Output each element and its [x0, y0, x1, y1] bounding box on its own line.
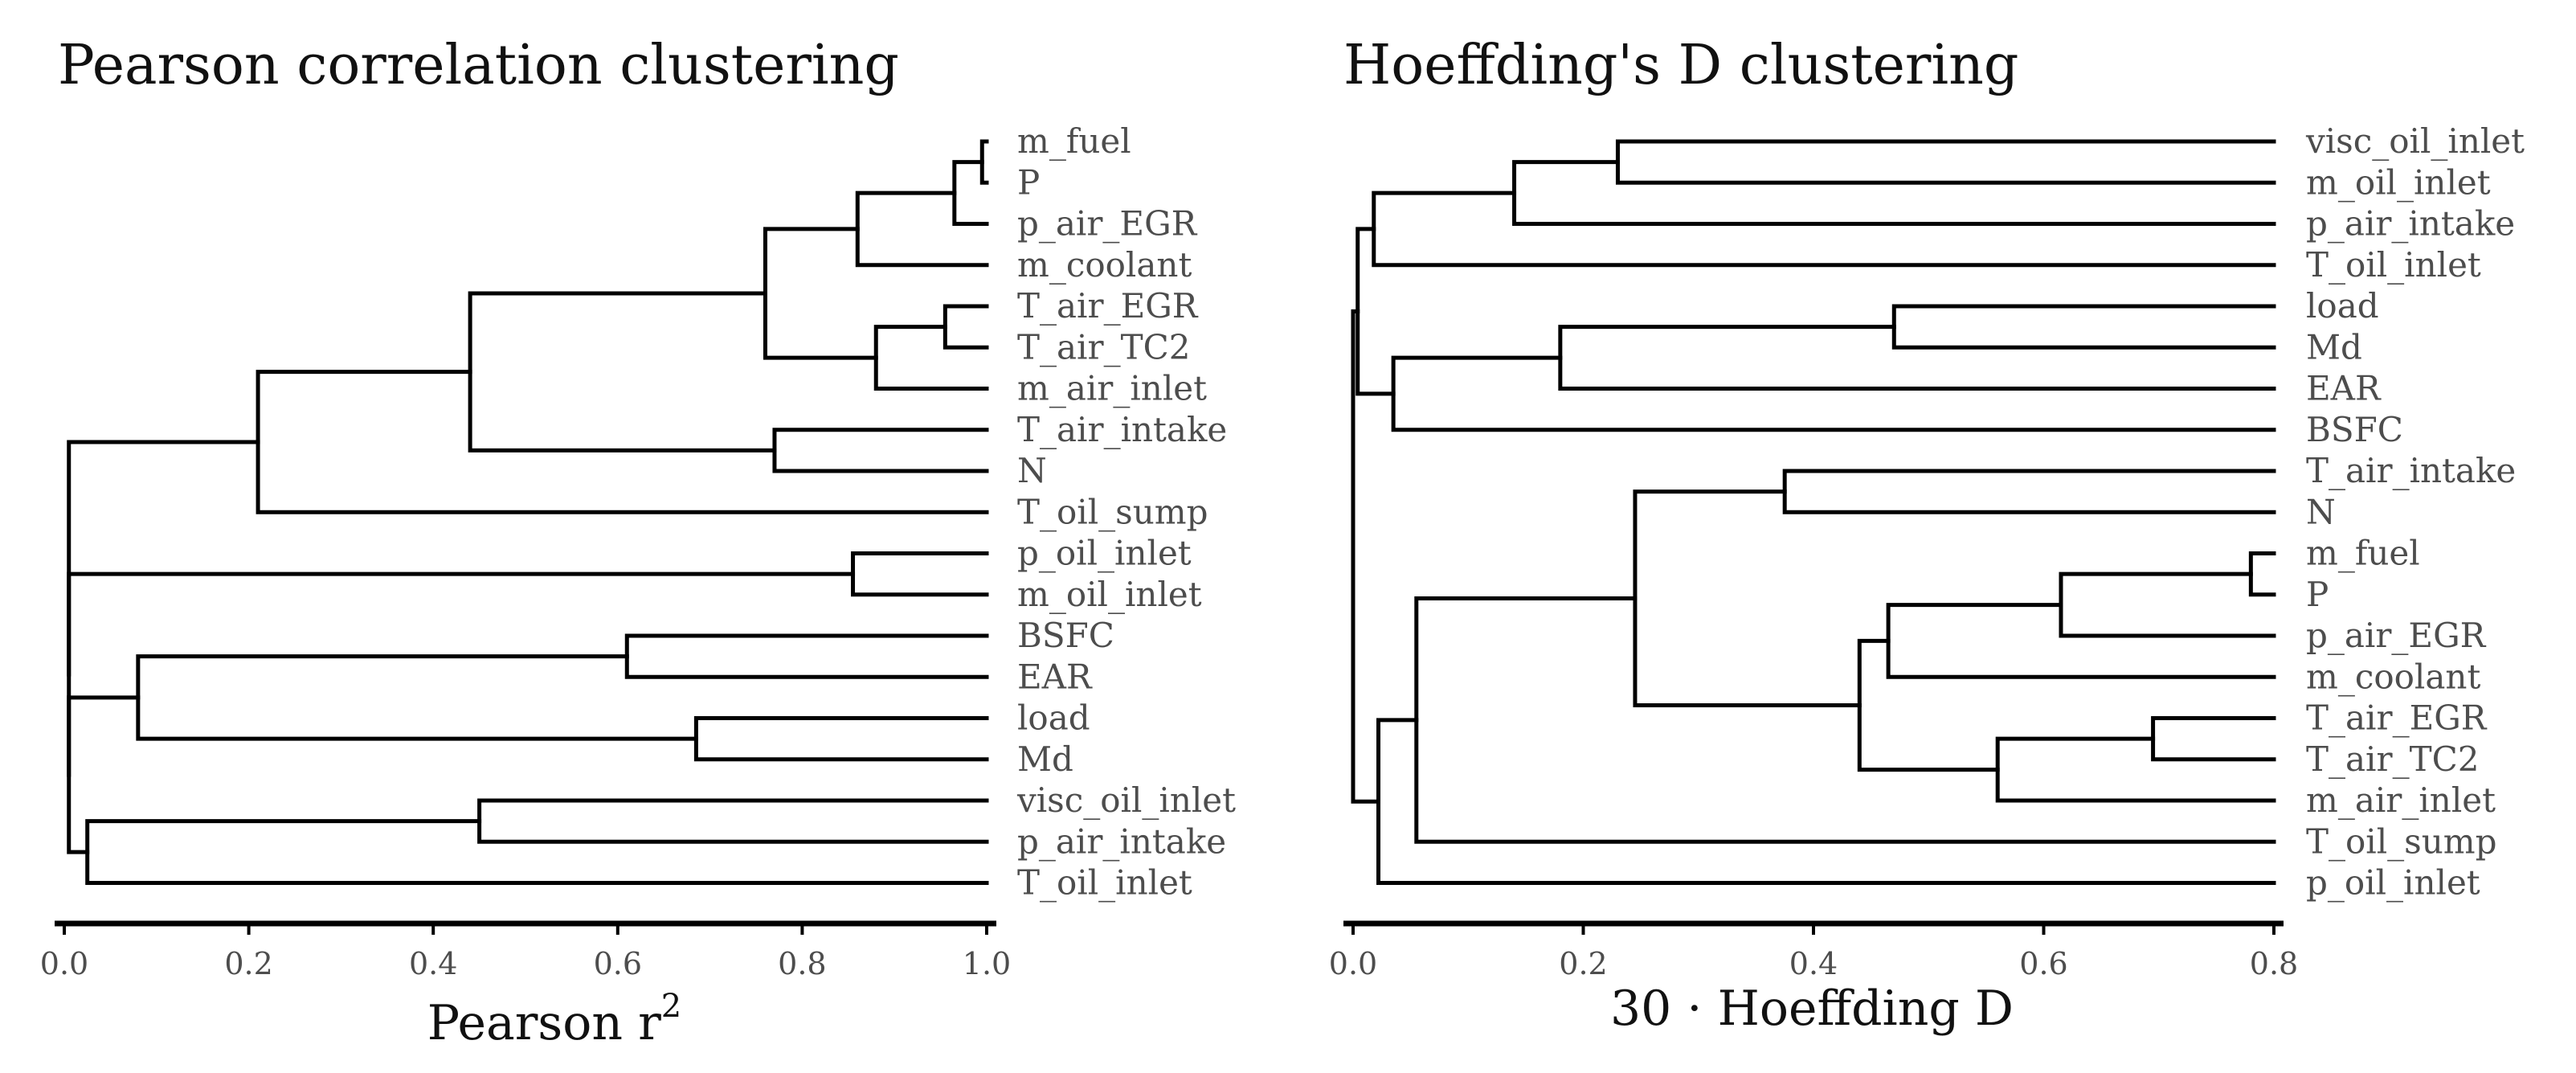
dendrogram-branch: [468, 291, 777, 453]
dendrogram-branch: [624, 633, 989, 679]
leaf-label: T_air_intake: [2306, 451, 2516, 490]
dendrogram-branch: [1782, 469, 2276, 514]
dendrogram-branch: [2248, 551, 2276, 597]
leaf-label: m_coolant: [2306, 657, 2480, 696]
pearson-branches: [67, 139, 989, 885]
leaf-label: visc_oil_inlet: [1016, 780, 1236, 820]
dendrogram-branch: [477, 798, 989, 844]
dendrogram-branch: [67, 695, 141, 854]
leaf-label: load: [1017, 698, 1090, 738]
x-tick-label: 0.2: [1559, 946, 1607, 981]
leaf-label: N: [2306, 492, 2336, 531]
x-tick-label: 0.0: [40, 946, 88, 981]
pearson-x-axis: 0.0 0.2 0.4 0.6 0.8 1.0: [40, 920, 1011, 981]
leaf-label: BSFC: [1017, 616, 1114, 655]
leaf-label: T_oil_sump: [2306, 821, 2496, 861]
dendrogram-branch: [1633, 489, 1862, 707]
pearson-title: Pearson correlation clustering: [58, 34, 899, 97]
leaf-label: EAR: [2306, 369, 2382, 408]
dendrogram-branch: [1372, 190, 2276, 268]
leaf-label: m_fuel: [2306, 534, 2420, 573]
dendrogram-branch: [2059, 571, 2276, 638]
x-tick-label: 0.6: [594, 946, 642, 981]
x-tick-label: 0.2: [224, 946, 272, 981]
leaf-label: p_air_intake: [1017, 821, 1226, 861]
x-tick-label: 0.8: [778, 946, 826, 981]
leaf-label: p_air_EGR: [1017, 204, 1198, 244]
dendrogram-branch: [1558, 325, 2276, 391]
leaf-label: T_air_TC2: [1017, 327, 1190, 367]
leaf-label: p_oil_inlet: [2306, 863, 2480, 903]
hoeffding-x-axis: 0.0 0.2 0.4 0.6 0.8: [1329, 920, 2298, 981]
dendrogram-branch: [1391, 355, 2276, 432]
leaf-label: Md: [2306, 327, 2362, 367]
leaf-label: P: [1017, 162, 1040, 202]
dendrogram-branch: [855, 190, 989, 268]
leaf-label: m_coolant: [1017, 245, 1192, 285]
leaf-label: m_oil_inlet: [1017, 575, 1202, 614]
leaf-label: m_air_inlet: [2306, 780, 2496, 820]
dendrogram-branch: [2151, 716, 2276, 762]
dendrogram-branch: [1995, 736, 2276, 803]
leaf-label: m_oil_inlet: [2306, 162, 2491, 202]
leaf-label: m_fuel: [1017, 121, 1131, 161]
leaf-label: T_air_TC2: [2306, 739, 2479, 779]
leaf-label: load: [2306, 286, 2379, 326]
panel-pearson: Pearson correlation clustering m_fuelPp_…: [40, 34, 1236, 1051]
dendrogram-branch: [1857, 638, 2000, 772]
dendrogram-branch: [772, 428, 989, 473]
dendrogram-branch: [1615, 139, 2276, 185]
x-tick-label: 0.8: [2250, 946, 2298, 981]
dendrogram-branch: [85, 819, 989, 885]
leaf-label: Md: [1017, 739, 1073, 779]
dendrogram-branch: [1891, 304, 2276, 350]
leaf-label: p_oil_inlet: [1017, 534, 1192, 573]
leaf-label: T_air_EGR: [1017, 286, 1199, 326]
leaf-label: EAR: [1017, 657, 1093, 696]
leaf-label: m_air_inlet: [1017, 369, 1207, 408]
leaf-label: BSFC: [2306, 410, 2403, 449]
dendrogram-branch: [136, 654, 698, 741]
x-tick-label: 1.0: [963, 946, 1011, 981]
leaf-label: T_oil_sump: [1017, 492, 1208, 531]
panel-hoeffding: Hoeffding's D clustering visc_oil_inletm…: [1329, 34, 2525, 1037]
hoeffding-branches: [1351, 139, 2276, 885]
leaf-label: T_oil_inlet: [2306, 245, 2481, 285]
x-tick-label: 0.6: [2019, 946, 2067, 981]
leaf-label: P: [2306, 575, 2329, 614]
dendrogram-branch: [1886, 603, 2276, 679]
leaf-label: N: [1017, 451, 1047, 490]
dendrogram-branch: [256, 370, 989, 514]
leaf-label: T_oil_inlet: [1017, 863, 1192, 903]
dendrogram-branch: [67, 571, 856, 777]
leaf-label: visc_oil_inlet: [2305, 121, 2525, 161]
dendrogram-branch: [693, 716, 989, 762]
dendrogram-branch: [67, 440, 260, 677]
x-tick-label: 0.4: [1789, 946, 1838, 981]
leaf-label: p_air_intake: [2306, 204, 2515, 244]
dendrogram-branch: [851, 551, 989, 597]
pearson-leaf-labels: m_fuelPp_air_EGRm_coolantT_air_EGRT_air_…: [1016, 121, 1236, 903]
dendrogram-branch: [1351, 309, 1381, 804]
hoeffding-x-axis-title: 30 · Hoeffding D: [1610, 981, 2014, 1037]
leaf-label: p_air_EGR: [2306, 616, 2487, 655]
x-tick-label: 0.4: [409, 946, 457, 981]
dendrogram-branch: [873, 325, 989, 391]
hoeffding-title: Hoeffding's D clustering: [1343, 34, 2018, 97]
leaf-label: T_air_EGR: [2306, 698, 2488, 738]
dendrogram-branch: [942, 304, 989, 350]
hoeffding-leaf-labels: visc_oil_inletm_oil_inletp_air_intakeT_o…: [2305, 121, 2525, 903]
pearson-x-axis-title: Pearson r2: [427, 988, 681, 1051]
x-tick-label: 0.0: [1329, 946, 1377, 981]
dendrogram-branch: [1512, 160, 2276, 226]
leaf-label: T_air_intake: [1017, 410, 1227, 449]
